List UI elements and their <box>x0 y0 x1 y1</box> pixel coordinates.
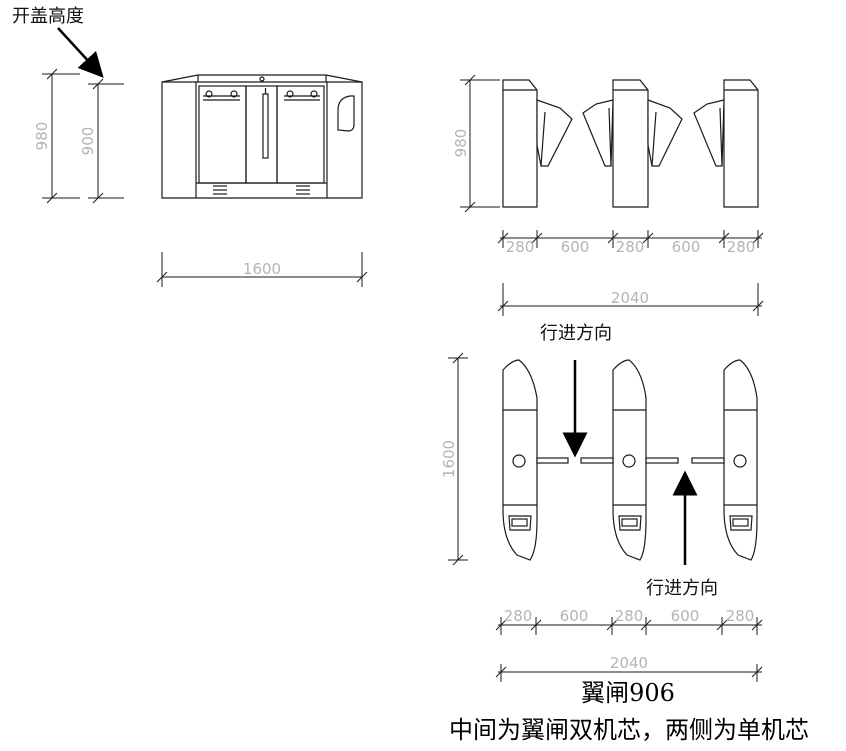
dim-side-seg-2: 600 <box>561 238 590 256</box>
top-cabinet-right <box>691 359 758 561</box>
dim-top-seg-4: 600 <box>671 607 700 625</box>
dim-front-900-text: 900 <box>79 127 97 156</box>
dim-side-height-980: 980 <box>452 74 500 213</box>
dim-side-seg-5: 280 <box>727 238 756 256</box>
dim-top-seg-3: 280 <box>615 607 644 625</box>
drawing-subtitle: 中间为翼闸双机芯，两侧为单机芯 <box>449 716 809 744</box>
dim-top-segments: 280 600 280 600 280 <box>495 607 763 635</box>
side-post-right <box>693 79 759 208</box>
dim-top-seg-5: 280 <box>726 607 755 625</box>
dim-top-1600-text: 1600 <box>440 440 458 478</box>
dim-top-total-text: 2040 <box>610 654 648 672</box>
side-view: 980 <box>452 74 764 316</box>
dim-top-seg-1: 280 <box>504 607 533 625</box>
lid-height-arrow <box>57 27 104 78</box>
dim-front-980-text: 980 <box>33 122 51 151</box>
side-post-center <box>582 79 683 208</box>
dim-side-segments: 280 600 280 600 280 <box>497 230 764 256</box>
dim-front-1600-text: 1600 <box>243 260 281 278</box>
dim-side-980-text: 980 <box>452 129 470 158</box>
dim-front-width-1600: 1600 <box>156 252 368 287</box>
dim-top-depth-1600: 1600 <box>440 352 468 566</box>
dim-side-total: 2040 <box>497 283 764 316</box>
front-view: 980 900 <box>33 68 368 287</box>
dim-top-total: 2040 <box>495 654 763 682</box>
direction-label-bottom: 行进方向 <box>646 578 718 599</box>
dim-front-height-900: 900 <box>79 78 124 204</box>
dim-side-seg-4: 600 <box>672 238 701 256</box>
direction-label-top: 行进方向 <box>540 323 612 344</box>
top-cabinet-left <box>502 359 569 561</box>
dim-top-seg-2: 600 <box>560 607 589 625</box>
dim-side-seg-3: 280 <box>616 238 645 256</box>
front-body <box>161 74 363 199</box>
lid-height-label: 开盖高度 <box>12 6 84 27</box>
top-view: 行进方向 1600 <box>440 323 763 682</box>
dim-front-height-980: 980 <box>33 68 80 204</box>
dim-side-seg-1: 280 <box>506 238 535 256</box>
top-cabinet-center <box>580 359 679 561</box>
drawing-title: 翼闸906 <box>581 679 675 707</box>
dim-side-total-text: 2040 <box>611 289 649 307</box>
side-post-left <box>502 79 573 208</box>
